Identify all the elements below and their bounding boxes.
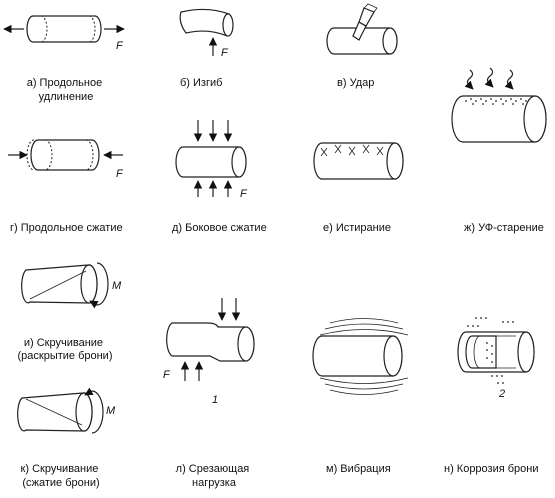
panel-n-armor-corrosion: 2 н) Коррозия брони (444, 317, 539, 475)
panel-a-longitudinal-elongation: F а) Продольное удлинение (3, 15, 125, 103)
torque-arrow-icon (84, 387, 104, 434)
moment-label: M (112, 280, 122, 292)
panel-v-impact: в) Удар (326, 3, 398, 89)
torque-arrow-icon (89, 262, 109, 309)
cable-stretched (26, 15, 102, 43)
vibration-waves-top (319, 318, 409, 336)
panel-k-caption: к) Скручивание (сжатие брони) (21, 463, 102, 489)
panel-b-caption: б) Изгиб (180, 77, 222, 89)
figure-number-1: 1 (212, 394, 218, 406)
panel-i-caption: и) Скручивание (раскрытие брони) (17, 337, 112, 362)
impact-hammer-icon (352, 3, 378, 41)
force-label: F (221, 47, 229, 59)
corrosion-dots-top (467, 317, 514, 327)
cable-armor (457, 331, 535, 373)
uv-ray-icon (464, 67, 514, 90)
panel-e-abrasion: е) Истирание (313, 142, 404, 234)
panel-m-vibration: м) Вибрация (312, 318, 409, 475)
abrasion-marks (320, 144, 384, 157)
panel-i-twisting-opening: M и) Скручивание (раскрытие брони) (17, 262, 122, 362)
panel-n-caption: н) Коррозия брони (444, 463, 539, 475)
panel-zh-caption: ж) УФ-старение (464, 222, 544, 234)
panel-d-lateral-compression: F д) Боковое сжатие (172, 120, 267, 234)
panel-a-caption: а) Продольное удлинение (27, 77, 106, 103)
corrosion-dots-inner (486, 342, 493, 363)
panel-m-caption: м) Вибрация (326, 463, 391, 475)
uv-dots (465, 98, 527, 105)
force-label: F (116, 40, 124, 52)
panel-d-caption: д) Боковое сжатие (172, 222, 267, 234)
force-label: F (163, 369, 171, 381)
panel-g-longitudinal-compression: F г) Продольное сжатие (8, 139, 124, 234)
cable-compressed (26, 139, 100, 171)
panel-zh-uv-aging: ж) УФ-старение (451, 67, 547, 234)
force-label: F (116, 168, 124, 180)
panel-k-twisting-compression: M к) Скручивание (сжатие брони) (17, 387, 116, 489)
panel-v-caption: в) Удар (337, 77, 374, 89)
panel-e-caption: е) Истирание (323, 222, 391, 234)
panel-g-caption: г) Продольное сжатие (10, 222, 123, 234)
moment-label: M (106, 405, 116, 417)
force-label: F (240, 188, 248, 200)
panel-l-shear-load: F 1 л) Срезающая нагрузка (163, 298, 255, 489)
panel-b-bending: F б) Изгиб (179, 8, 234, 89)
panel-l-caption: л) Срезающая нагрузка (176, 463, 253, 489)
figure-number-2: 2 (498, 388, 505, 400)
corrosion-dots-bottom (491, 375, 504, 384)
vibration-waves-bottom (319, 377, 409, 395)
